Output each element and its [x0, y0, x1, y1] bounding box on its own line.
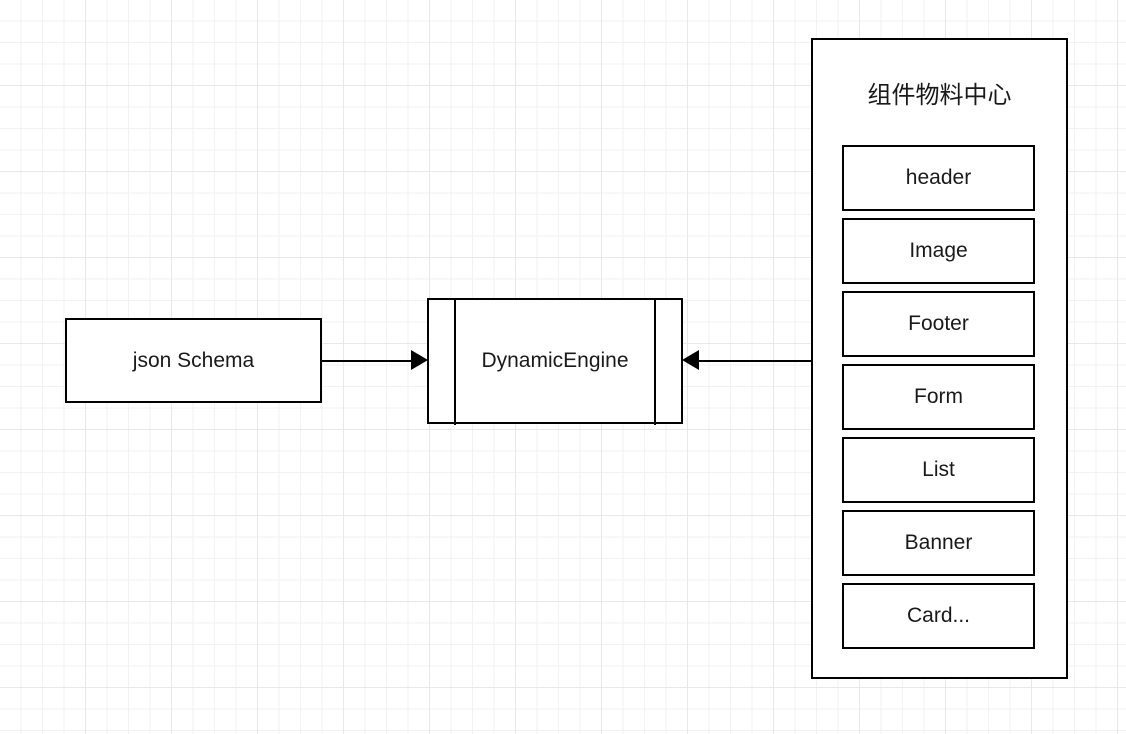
connector-schema-to-engine — [322, 360, 414, 362]
connector-material-center-to-engine — [696, 360, 811, 362]
subroutine-right-bar — [654, 297, 656, 425]
node-json-schema-label: json Schema — [132, 348, 255, 372]
component-item-footer[interactable]: Footer — [842, 291, 1035, 357]
component-item-header[interactable]: header — [842, 145, 1035, 211]
component-item-label: Form — [914, 385, 963, 408]
component-item-card[interactable]: Card... — [842, 583, 1035, 649]
node-dynamic-engine[interactable]: DynamicEngine — [427, 297, 683, 425]
component-item-label: Footer — [908, 312, 969, 335]
component-item-label: List — [922, 458, 955, 481]
node-json-schema[interactable]: json Schema — [65, 318, 322, 403]
arrowhead-right-icon — [411, 350, 428, 370]
component-item-form[interactable]: Form — [842, 364, 1035, 430]
subroutine-left-bar — [454, 297, 456, 425]
component-list: header Image Footer Form List Banner Car… — [842, 145, 1035, 656]
component-item-label: Banner — [904, 531, 973, 554]
component-item-label: header — [905, 166, 972, 189]
node-material-center[interactable]: 组件物料中心 header Image Footer Form List Ban… — [811, 38, 1068, 679]
node-dynamic-engine-label: DynamicEngine — [481, 349, 629, 372]
arrowhead-left-icon — [682, 350, 699, 370]
component-item-list[interactable]: List — [842, 437, 1035, 503]
component-item-label: Image — [909, 239, 968, 262]
component-item-image[interactable]: Image — [842, 218, 1035, 284]
component-item-label: Card... — [906, 604, 971, 627]
material-center-title: 组件物料中心 — [867, 82, 1012, 109]
component-item-banner[interactable]: Banner — [842, 510, 1035, 576]
